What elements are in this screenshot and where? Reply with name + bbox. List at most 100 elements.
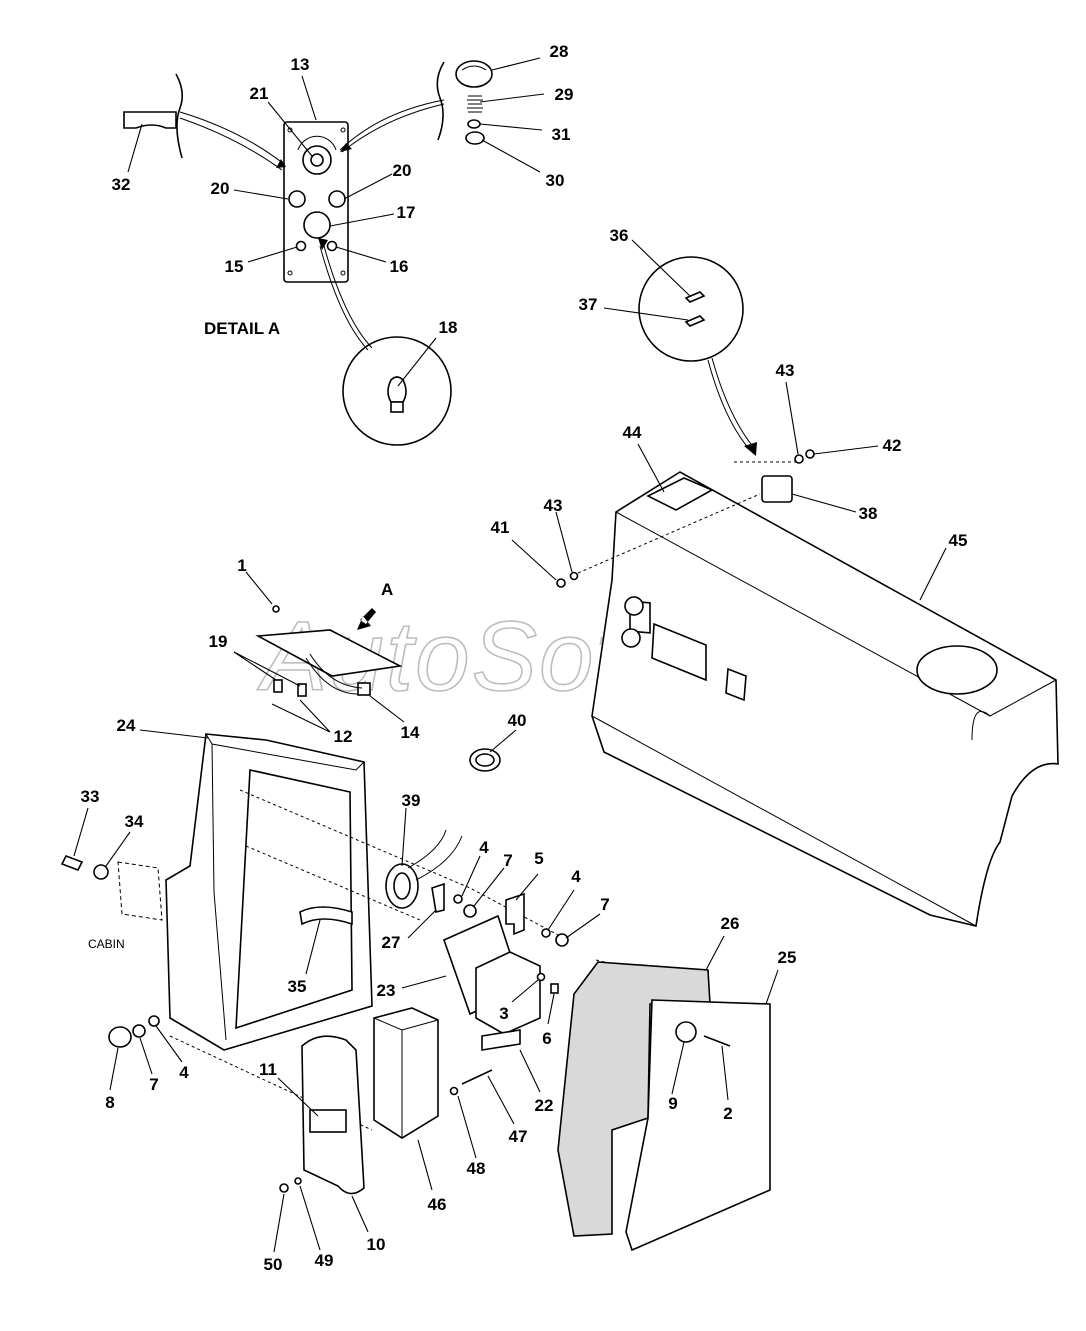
callout-23: 23 bbox=[377, 981, 396, 1000]
callout-28: 28 bbox=[550, 42, 569, 61]
dial-scale bbox=[297, 135, 337, 151]
callout-4-mid: 4 bbox=[479, 838, 489, 857]
insulation-26 bbox=[557, 961, 711, 1237]
detail-a-label: DETAIL A bbox=[204, 319, 280, 338]
callout-40: 40 bbox=[508, 711, 527, 730]
callout-4-low: 4 bbox=[179, 1063, 189, 1082]
nut-43 bbox=[569, 571, 579, 581]
console-hole-1 bbox=[624, 596, 644, 616]
clip-36 bbox=[684, 291, 706, 303]
callout-21: 21 bbox=[250, 84, 269, 103]
nut-50 bbox=[279, 1183, 289, 1193]
connector-19b bbox=[297, 683, 307, 697]
bracket-5 bbox=[505, 892, 525, 936]
callout-2: 2 bbox=[723, 1104, 732, 1123]
indicator-lamp-right bbox=[328, 190, 346, 208]
screw-41 bbox=[556, 578, 566, 588]
washer-4b bbox=[541, 928, 551, 938]
callout-20-right: 20 bbox=[393, 161, 412, 180]
callout-48: 48 bbox=[467, 1159, 486, 1178]
console-cutout-2 bbox=[651, 622, 707, 682]
callout-6: 6 bbox=[542, 1029, 551, 1048]
callout-3: 3 bbox=[499, 1004, 508, 1023]
callout-17: 17 bbox=[397, 203, 416, 222]
module-46 bbox=[373, 1007, 439, 1139]
callout-34: 34 bbox=[125, 812, 144, 831]
callout-49: 49 bbox=[315, 1251, 334, 1270]
callout-7-right: 7 bbox=[600, 895, 609, 914]
callout-8: 8 bbox=[105, 1093, 114, 1112]
frame-assembly-24: CABIN bbox=[60, 605, 771, 1252]
washer-4c bbox=[148, 1015, 160, 1027]
callout-16: 16 bbox=[390, 257, 409, 276]
cap-8 bbox=[108, 1026, 132, 1048]
washer-49 bbox=[294, 1177, 302, 1185]
clamp-40 bbox=[469, 748, 501, 772]
bulb-18 bbox=[387, 376, 407, 403]
callout-22: 22 bbox=[535, 1096, 554, 1115]
leader-lines bbox=[73, 57, 947, 1253]
callout-26: 26 bbox=[721, 914, 740, 933]
callout-19: 19 bbox=[209, 632, 228, 651]
callout-37: 37 bbox=[579, 295, 598, 314]
key-switch bbox=[303, 211, 331, 239]
bracket-27 bbox=[431, 882, 445, 913]
socket-22 bbox=[481, 1029, 521, 1051]
relay-3 bbox=[475, 951, 541, 1035]
washer-48 bbox=[449, 1086, 459, 1096]
frame-opening bbox=[235, 769, 353, 1030]
detail-a-group bbox=[123, 60, 493, 446]
nut-34 bbox=[93, 864, 109, 880]
relay-38 bbox=[761, 475, 793, 503]
nut-30 bbox=[465, 131, 485, 145]
callout-50: 50 bbox=[264, 1255, 283, 1274]
callout-42: 42 bbox=[883, 436, 902, 455]
callout-45: 45 bbox=[949, 531, 968, 550]
bracket-11 bbox=[309, 1109, 347, 1133]
bolt-2 bbox=[703, 1035, 731, 1047]
callout-12: 12 bbox=[334, 727, 353, 746]
callout-13: 13 bbox=[291, 55, 310, 74]
nut-43-top bbox=[794, 454, 804, 464]
callout-1: 1 bbox=[237, 556, 246, 575]
nut-3 bbox=[536, 972, 546, 982]
screw-1 bbox=[272, 605, 280, 613]
callout-36: 36 bbox=[610, 226, 629, 245]
connector-19a bbox=[273, 679, 283, 693]
clip-35 bbox=[299, 906, 353, 926]
callout-29: 29 bbox=[555, 85, 574, 104]
view-arrow-a bbox=[357, 608, 376, 630]
knob-28 bbox=[455, 60, 493, 88]
break-line-right bbox=[436, 61, 445, 141]
nut-7b bbox=[555, 933, 569, 947]
callout-24: 24 bbox=[117, 716, 136, 735]
callout-14: 14 bbox=[401, 723, 420, 742]
warning-lamp-15 bbox=[295, 240, 307, 252]
callout-43-top: 43 bbox=[776, 361, 795, 380]
callout-38: 38 bbox=[859, 504, 878, 523]
screw-47 bbox=[461, 1069, 493, 1085]
washer-9 bbox=[675, 1021, 697, 1043]
callout-44: 44 bbox=[623, 423, 642, 442]
break-line-left bbox=[175, 73, 184, 159]
washer-4a bbox=[453, 894, 463, 904]
panel-25 bbox=[625, 999, 771, 1252]
callout-25: 25 bbox=[778, 948, 797, 967]
callout-20-left: 20 bbox=[211, 179, 230, 198]
callout-46: 46 bbox=[428, 1195, 447, 1214]
cabin-wall bbox=[117, 861, 163, 921]
callout-10: 10 bbox=[367, 1235, 386, 1254]
washer-31 bbox=[467, 119, 481, 129]
callout-4-right: 4 bbox=[571, 867, 581, 886]
console-cup-holder bbox=[916, 645, 998, 695]
callout-43-mid: 43 bbox=[544, 496, 563, 515]
callout-39: 39 bbox=[402, 791, 421, 810]
console-cover-45 bbox=[556, 256, 1059, 927]
callout-15: 15 bbox=[225, 257, 244, 276]
callout-32: 32 bbox=[112, 175, 131, 194]
display-panel-44 bbox=[646, 477, 714, 511]
screw-42 bbox=[805, 449, 815, 459]
cabin-label: CABIN bbox=[88, 937, 125, 951]
nut-7c bbox=[132, 1024, 146, 1038]
